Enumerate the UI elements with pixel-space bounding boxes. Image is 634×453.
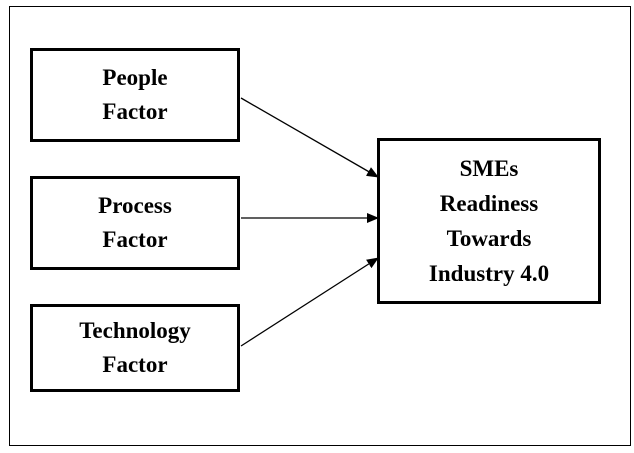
smes-readiness-line-1: SMEs: [459, 156, 519, 181]
technology-factor-line-1: Technology: [79, 318, 191, 343]
people-factor-line-2: Factor: [102, 99, 168, 124]
process-factor-line-1: Process: [98, 193, 172, 218]
smes-readiness-line-2: Readiness: [439, 191, 539, 216]
smes-readiness-box: SMEs Readiness Towards Industry 4.0: [377, 138, 601, 304]
technology-factor-box: Technology Factor: [30, 304, 240, 392]
arrow-people-to-target: [240, 97, 379, 178]
people-factor-line-1: People: [102, 65, 168, 90]
smes-readiness-line-3: Towards: [446, 226, 532, 251]
people-factor-box: People Factor: [30, 48, 240, 142]
process-factor-line-2: Factor: [102, 227, 168, 252]
process-factor-box: Process Factor: [30, 176, 240, 270]
technology-factor-line-2: Factor: [102, 352, 168, 377]
arrow-technology-to-target: [240, 257, 379, 347]
smes-readiness-line-4: Industry 4.0: [428, 261, 550, 286]
